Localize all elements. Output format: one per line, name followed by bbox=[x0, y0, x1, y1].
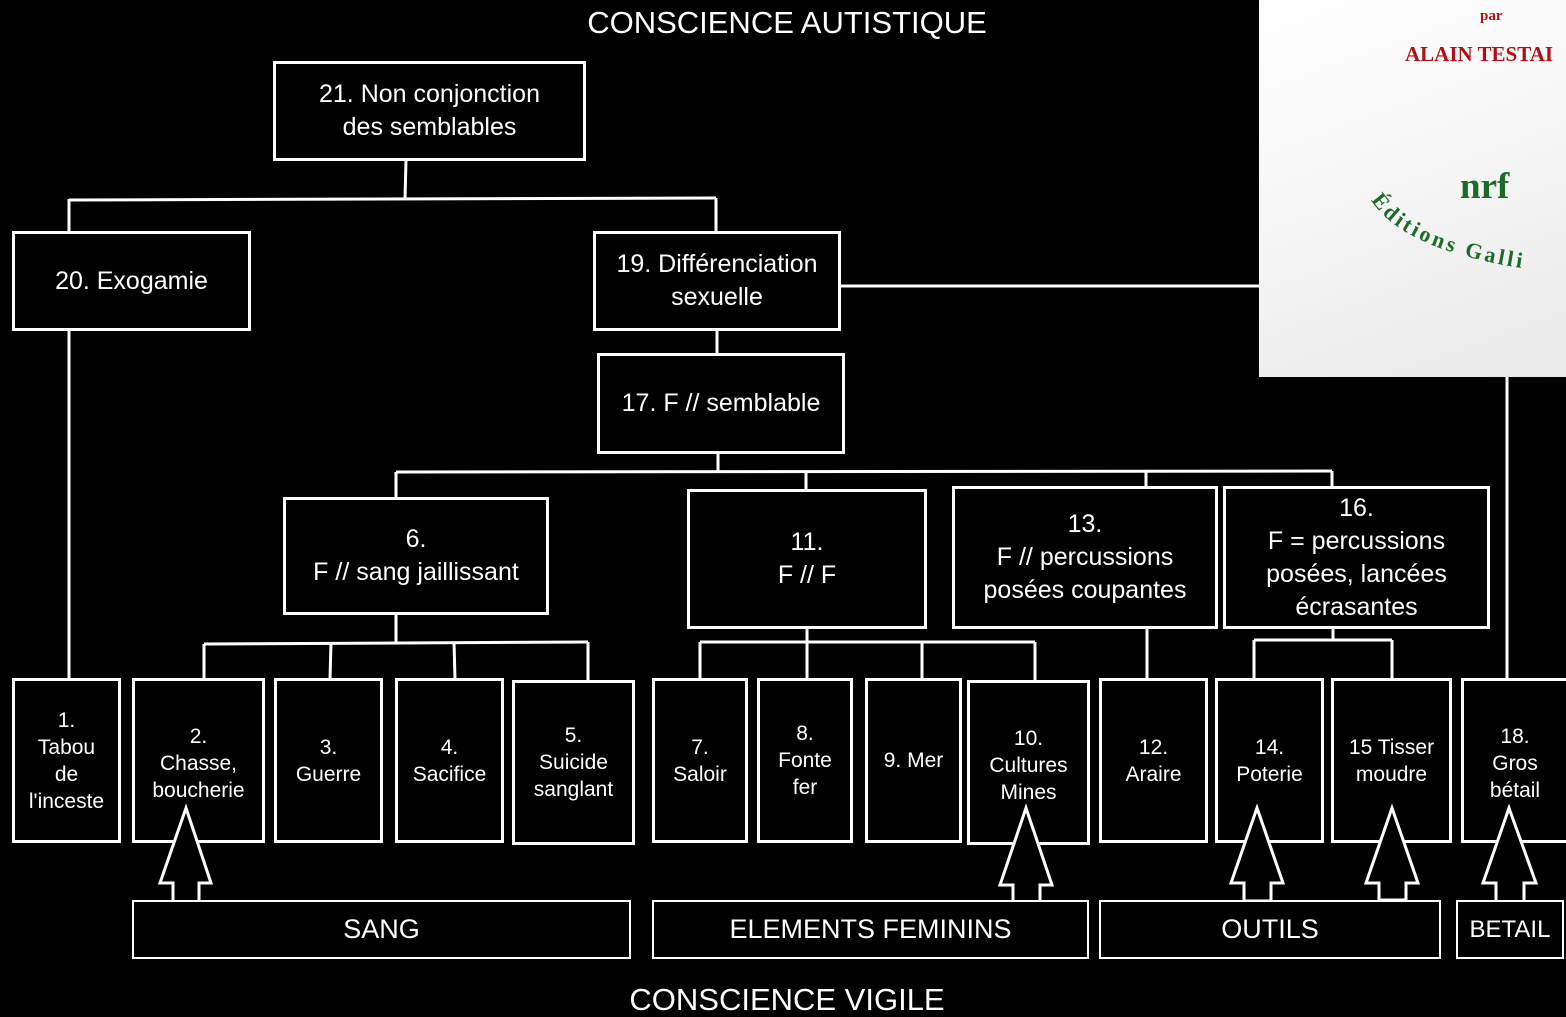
leaf-10-line-1: 10. bbox=[1013, 727, 1044, 750]
leaf-10-line-2: Cultures bbox=[989, 754, 1068, 777]
leaf-7-line-1: 7. bbox=[691, 735, 709, 759]
node-13-line-1: 13. bbox=[1067, 510, 1103, 538]
leaf-4-sacifice: 4. Sacifice bbox=[395, 678, 504, 843]
leaf-18-line-3: bétail bbox=[1489, 779, 1541, 802]
leaf-2-chasse-boucherie: 2. Chasse, boucherie bbox=[132, 678, 265, 843]
leaf-18-line-2: Gros bbox=[1492, 752, 1538, 775]
node-16-line-4: écrasantes bbox=[1295, 592, 1418, 621]
leaf-18-gros-betail: 18. Gros bétail bbox=[1461, 678, 1566, 843]
cover-publisher-text: Éditions Galli bbox=[1367, 188, 1525, 274]
category-outils: OUTILS bbox=[1099, 900, 1441, 959]
node-21-line-2: des semblables bbox=[342, 113, 517, 141]
node-20-exogamie: 20. Exogamie bbox=[12, 231, 251, 331]
node-19-line-1: 19. Différenciation bbox=[616, 250, 818, 278]
node-6-sang-jaillissant: 6. F // sang jaillissant bbox=[283, 497, 549, 615]
node-16-percussions-ecrasantes: 16. F = percussions posées, lancées écra… bbox=[1223, 486, 1490, 629]
leaf-8-line-1: 8. bbox=[796, 722, 814, 745]
leaf-9-line-1: 9. Mer bbox=[883, 749, 944, 772]
leaf-8-fonte-fer: 8. Fonte fer bbox=[757, 678, 853, 843]
leaf-1-line-1: 1. bbox=[57, 708, 76, 732]
heading-conscience-autistique: CONSCIENCE AUTISTIQUE bbox=[587, 5, 987, 40]
leaf-5-line-2: Suicide bbox=[539, 751, 608, 774]
leaf-1-line-2: Tabou bbox=[37, 735, 96, 759]
node-16-line-1: 16. bbox=[1339, 493, 1374, 522]
node-6-line-1: 6. bbox=[405, 525, 427, 553]
cover-nrf-logo: nrf bbox=[1460, 166, 1510, 207]
node-17-semblable: 17. F // semblable bbox=[597, 353, 845, 454]
leaf-4-line-1: 4. bbox=[440, 735, 459, 759]
book-cover-image: par ALAIN TESTAI nrf Éditions Galli bbox=[1259, 0, 1566, 377]
leaf-5-line-1: 5. bbox=[564, 724, 583, 747]
leaf-15-tisser-moudre: 15 Tisser moudre bbox=[1331, 678, 1452, 843]
node-20-line-1: 20. Exogamie bbox=[55, 266, 208, 295]
leaf-3-line-1: 3. bbox=[319, 735, 338, 759]
category-betail: BETAIL bbox=[1456, 900, 1564, 959]
leaf-15-line-2: moudre bbox=[1355, 762, 1428, 786]
heading-conscience-vigile: CONSCIENCE VIGILE bbox=[629, 982, 945, 1017]
leaf-5-suicide-sanglant: 5. Suicide sanglant bbox=[512, 680, 635, 845]
node-21-line-1: 21. Non conjonction bbox=[319, 80, 540, 108]
leaf-14-line-2: Poterie bbox=[1236, 762, 1303, 786]
node-6-line-2: F // sang jaillissant bbox=[313, 558, 519, 586]
node-13-line-2: F // percussions bbox=[996, 543, 1174, 571]
leaf-1-line-4: l'inceste bbox=[28, 789, 105, 813]
leaf-3-line-2: Guerre bbox=[295, 762, 362, 786]
category-elements-feminins: ELEMENTS FEMININS bbox=[652, 900, 1089, 959]
leaf-14-poterie: 14. Poterie bbox=[1215, 678, 1324, 843]
cover-publisher-arc: Éditions Galli bbox=[1367, 188, 1528, 274]
node-21-non-conjonction: 21. Non conjonction des semblables bbox=[273, 61, 586, 161]
leaf-4-line-2: Sacifice bbox=[412, 762, 487, 786]
leaf-1-line-3: de bbox=[54, 762, 79, 786]
leaf-5-line-3: sanglant bbox=[533, 778, 614, 801]
category-sang-label: SANG bbox=[343, 914, 420, 944]
node-19-line-2: sexuelle bbox=[671, 283, 763, 311]
category-betail-label: BETAIL bbox=[1469, 915, 1551, 943]
node-19-differenciation: 19. Différenciation sexuelle bbox=[593, 231, 841, 331]
category-outils-label: OUTILS bbox=[1221, 914, 1319, 944]
leaf-15-line-1: 15 Tisser bbox=[1348, 735, 1435, 759]
category-sang: SANG bbox=[132, 900, 631, 959]
leaf-8-line-2: Fonte bbox=[778, 749, 832, 772]
leaf-12-araire: 12. Araire bbox=[1099, 678, 1208, 843]
category-feminins-label: ELEMENTS FEMININS bbox=[729, 914, 1012, 944]
svg-text:Éditions Galli: Éditions Galli bbox=[1367, 188, 1528, 274]
leaf-12-line-1: 12. bbox=[1138, 735, 1169, 759]
leaf-18-line-1: 18. bbox=[1500, 725, 1530, 748]
node-11-line-2: F // F bbox=[777, 561, 837, 589]
node-11-f-f: 11. F // F bbox=[687, 489, 927, 629]
leaf-3-guerre: 3. Guerre bbox=[274, 678, 383, 843]
leaf-14-line-1: 14. bbox=[1254, 735, 1285, 759]
cover-author-name: ALAIN TESTAI bbox=[1405, 42, 1554, 66]
leaf-7-line-2: Saloir bbox=[673, 762, 727, 786]
node-16-line-2: F = percussions bbox=[1267, 526, 1446, 555]
node-16-line-3: posées, lancées bbox=[1266, 559, 1447, 588]
leaf-2-line-1: 2. bbox=[189, 725, 208, 748]
leaf-7-saloir: 7. Saloir bbox=[652, 678, 748, 843]
node-11-line-1: 11. bbox=[790, 528, 824, 556]
leaf-10-cultures-mines: 10. Cultures Mines bbox=[967, 680, 1090, 845]
leaf-1-tabou-inceste: 1. Tabou de l'inceste bbox=[12, 678, 121, 843]
node-13-line-3: posées coupantes bbox=[983, 576, 1187, 604]
node-17-line-1: 17. F // semblable bbox=[621, 389, 821, 417]
node-13-percussions-coupantes: 13. F // percussions posées coupantes bbox=[952, 486, 1218, 629]
leaf-10-line-3: Mines bbox=[1000, 781, 1057, 804]
leaf-2-line-2: Chasse, bbox=[159, 752, 238, 775]
leaf-2-line-3: boucherie bbox=[152, 779, 245, 802]
leaf-9-mer: 9. Mer bbox=[865, 678, 962, 843]
cover-par-text: par bbox=[1480, 8, 1503, 24]
leaf-8-line-3: fer bbox=[792, 776, 818, 799]
leaf-12-line-2: Araire bbox=[1125, 762, 1182, 786]
